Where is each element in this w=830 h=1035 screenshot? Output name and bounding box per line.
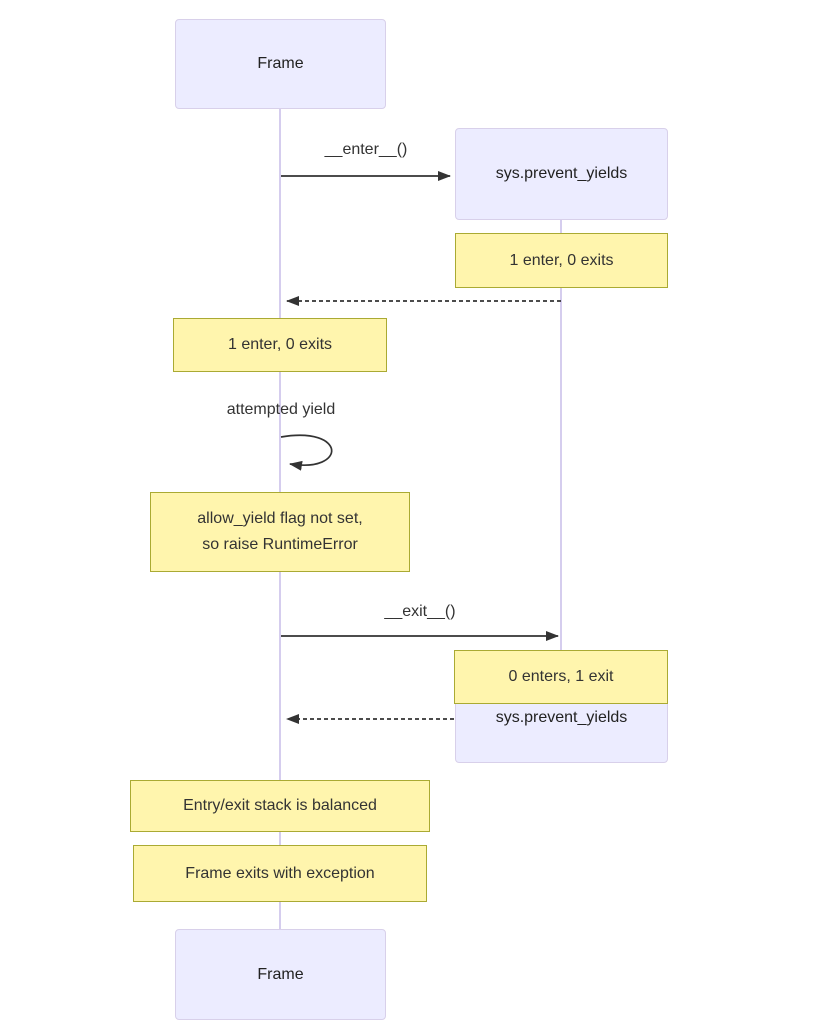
note-frame-exception: Frame exits with exception [133,845,427,902]
self-loop-arrow [280,434,333,471]
actor-sys-top-label: sys.prevent_yields [495,165,628,182]
note-sys-exit: 0 enters, 1 exit [454,650,668,704]
note-stack-balanced: Entry/exit stack is balanced [130,780,430,832]
message-enter-label: __enter__() [324,141,408,158]
actor-frame-top: Frame [175,19,386,109]
actor-sys-bottom-label: sys.prevent_yields [495,708,628,726]
self-loop-label: attempted yield [226,401,336,418]
actor-frame-bottom-label: Frame [257,965,304,983]
note-frame-exception-text: Frame exits with exception [185,864,375,882]
actor-sys-top: sys.prevent_yields [455,128,668,220]
note-sys-exit-text: 0 enters, 1 exit [508,668,614,685]
note-runtime-error-line1: allow_yield flag not set, [197,510,363,527]
note-sys-enter-text: 1 enter, 0 exits [509,251,614,269]
message-exit-label: __exit__() [384,603,456,620]
note-runtime-error-line2: so raise RuntimeError [202,536,358,553]
note-runtime-error: allow_yield flag not set, so raise Runti… [150,492,410,572]
note-frame-enter: 1 enter, 0 exits [173,318,387,372]
actor-frame-top-label: Frame [257,55,304,72]
actor-frame-bottom: Frame [175,929,386,1020]
note-sys-enter: 1 enter, 0 exits [455,233,668,288]
note-stack-balanced-text: Entry/exit stack is balanced [183,797,377,814]
note-frame-enter-text: 1 enter, 0 exits [227,336,333,353]
